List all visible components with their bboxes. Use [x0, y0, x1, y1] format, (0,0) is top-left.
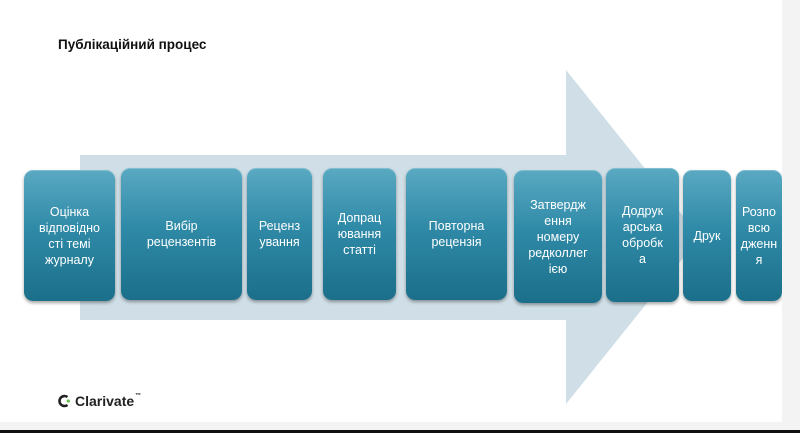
step-7-label: Додрук арська обробк а [621, 204, 664, 266]
step-8: Друк [683, 170, 731, 301]
step-6: Затвердж ення номеру редколлег ією [514, 170, 602, 303]
step-5-label: Повторна рецензія [428, 219, 485, 249]
step-3: Реценз ування [247, 168, 312, 300]
step-4-label: Допрац ювання статті [337, 211, 382, 257]
step-1: Оцінка відповідно сті темі журналу [24, 170, 115, 301]
clarivate-logo: Clarivate™ [57, 393, 141, 409]
step-3-label: Реценз ування [258, 219, 301, 249]
step-2: Вибір рецензентів [121, 168, 242, 300]
step-4: Допрац ювання статті [323, 168, 396, 300]
right-margin [782, 0, 800, 433]
step-6-label: Затвердж ення номеру редколлег ією [528, 197, 588, 276]
clarivate-logo-text: Clarivate™ [75, 393, 142, 409]
clarivate-logo-icon [58, 394, 70, 408]
step-5: Повторна рецензія [406, 168, 507, 300]
slide-title: Публікаційний процес [58, 37, 207, 52]
step-9-label: Розпо всю дженн я [740, 204, 778, 267]
step-1-label: Оцінка відповідно сті темі журналу [39, 204, 100, 267]
slide: Публікаційний процес Оцінка відповідно с… [24, 37, 782, 409]
step-9: Розпо всю дженн я [736, 170, 782, 301]
bottom-border [0, 430, 800, 433]
step-7: Додрук арська обробк а [606, 168, 679, 302]
step-2-label: Вибір рецензентів [146, 219, 217, 249]
step-8-label: Друк [693, 228, 721, 243]
bottom-margin [0, 422, 800, 433]
